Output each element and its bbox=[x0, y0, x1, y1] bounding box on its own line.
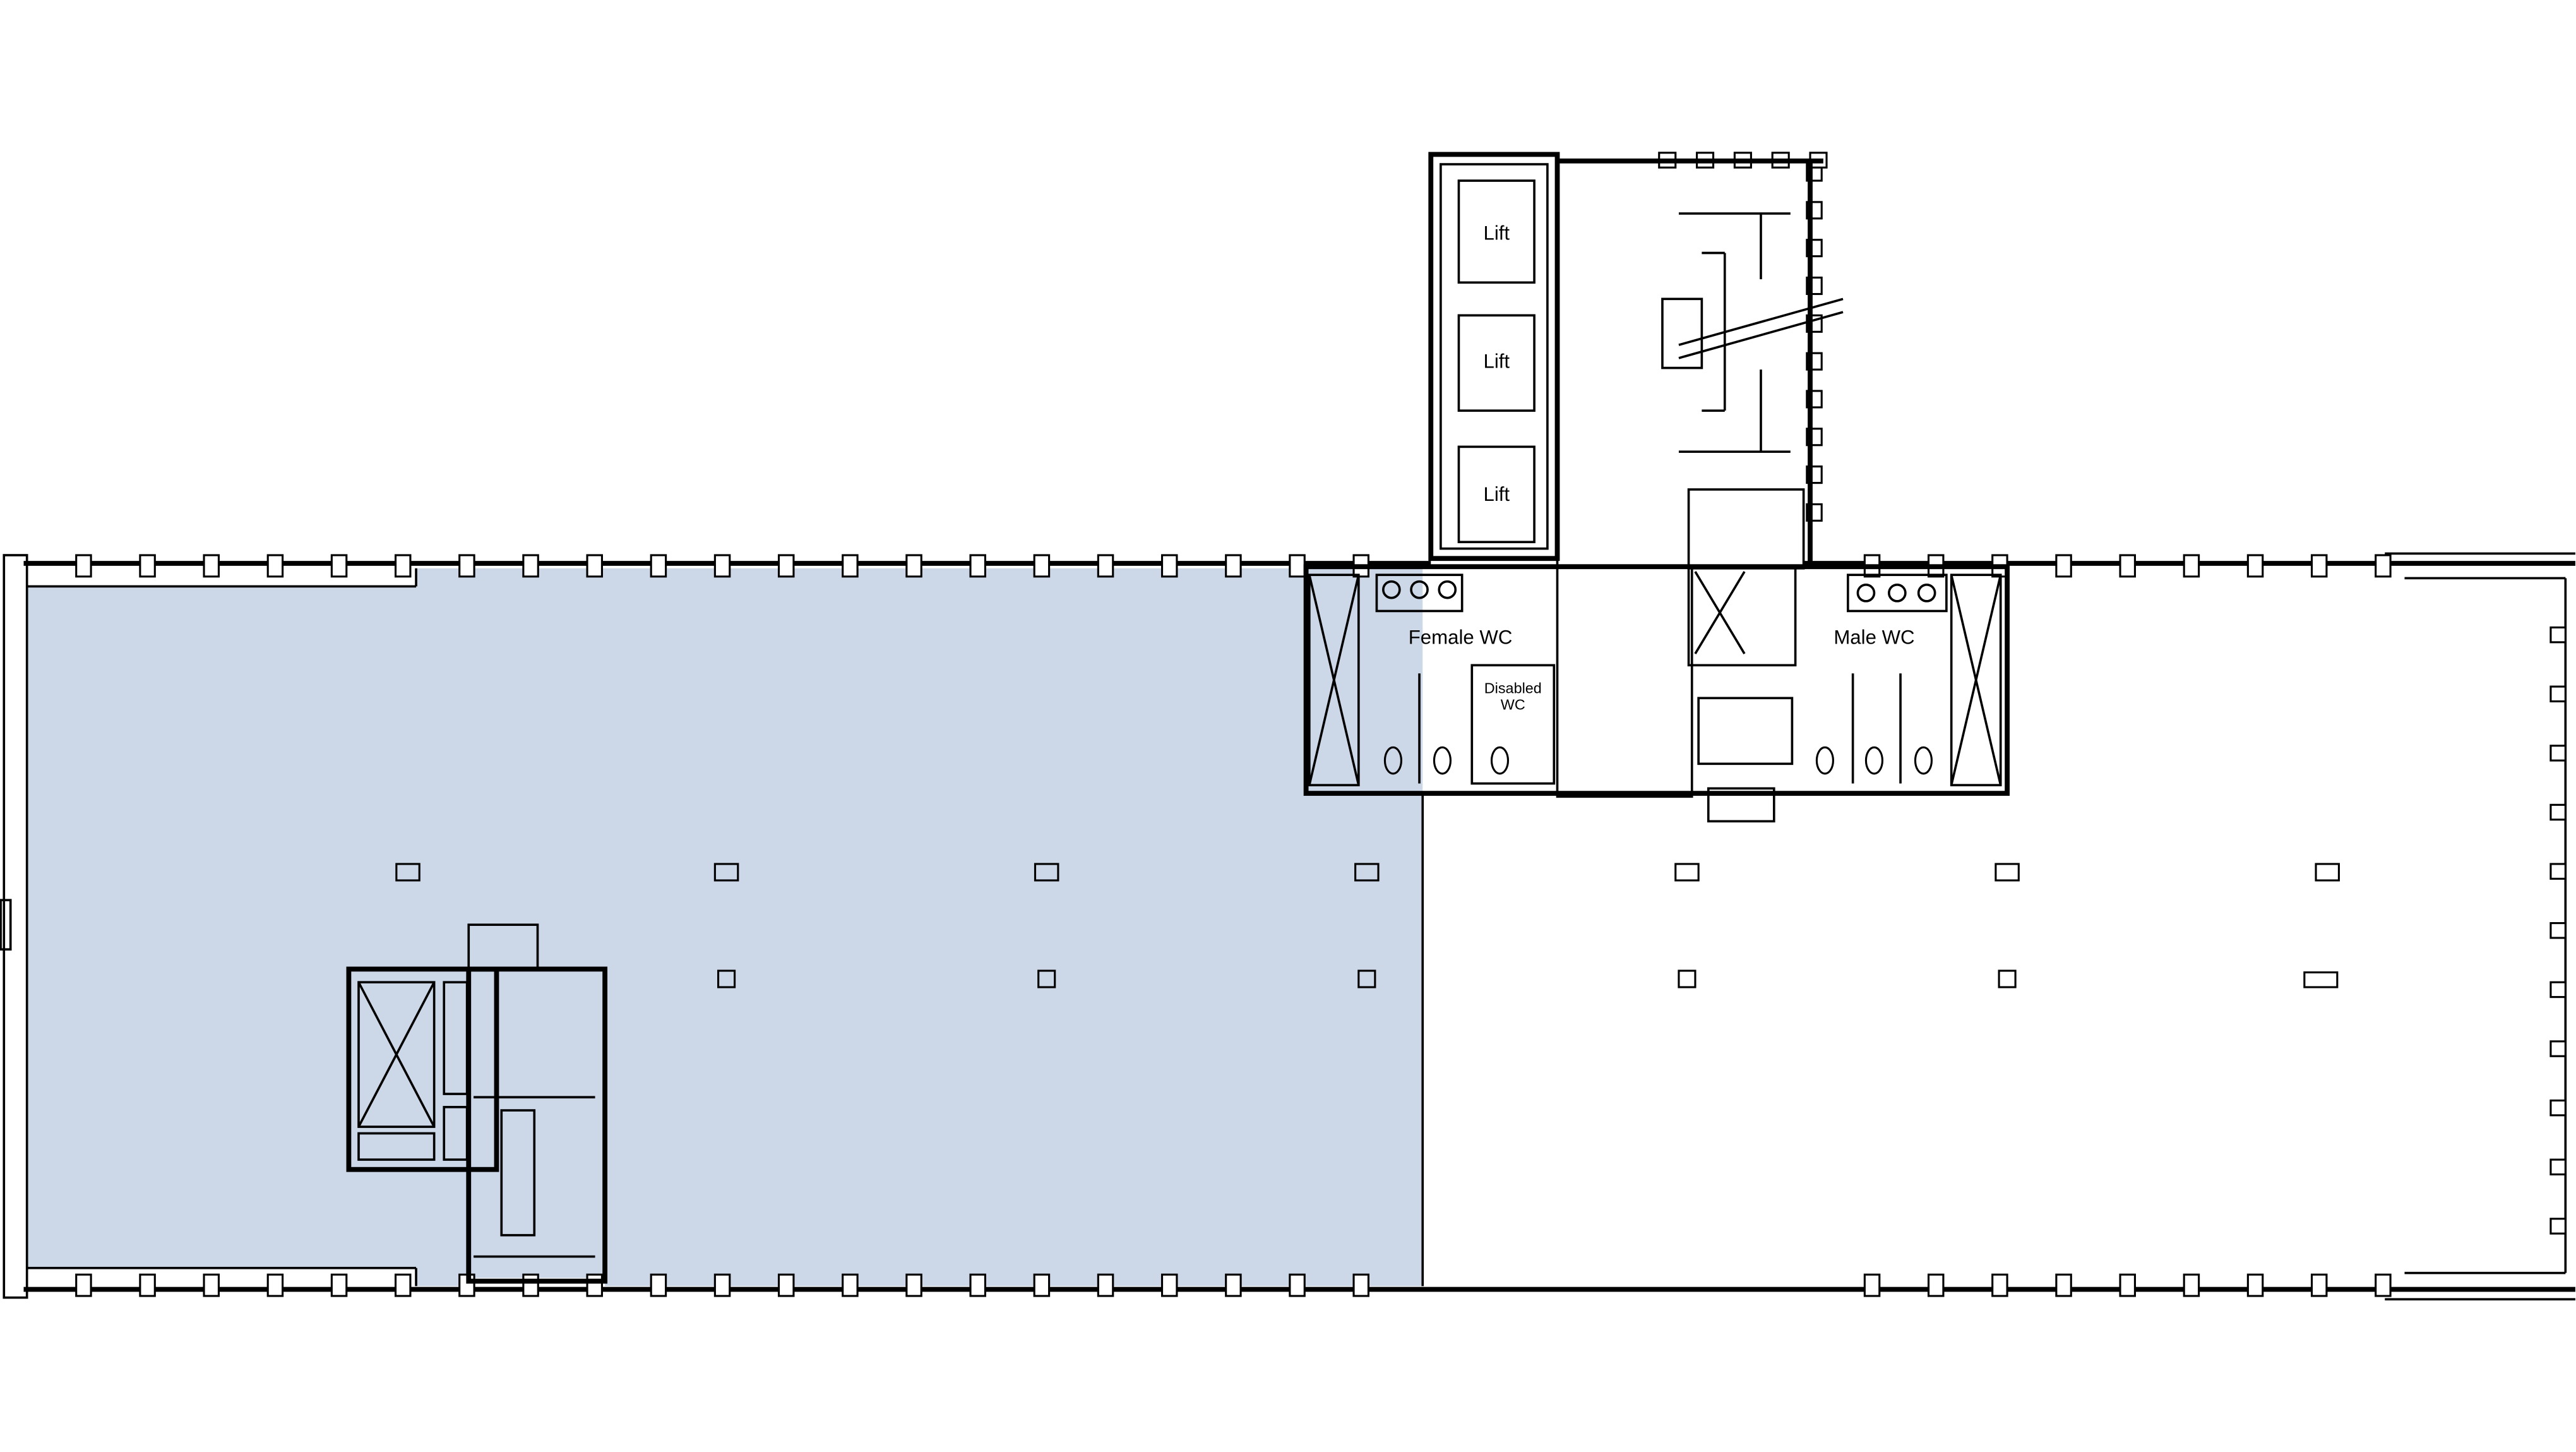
mullion bbox=[2055, 1273, 2072, 1297]
column bbox=[713, 863, 739, 882]
lift-3-label: Lift bbox=[1483, 483, 1510, 505]
mullion bbox=[2375, 554, 2392, 578]
column bbox=[1357, 969, 1376, 988]
toilet-icon bbox=[1864, 746, 1884, 775]
mullion bbox=[586, 554, 603, 578]
structural-columns bbox=[395, 863, 2340, 988]
mullion bbox=[905, 1273, 922, 1297]
mullion bbox=[203, 1273, 220, 1297]
mullion bbox=[2246, 1273, 2264, 1297]
mullion bbox=[1033, 1273, 1051, 1297]
mullion bbox=[1225, 1273, 1242, 1297]
mullion bbox=[1097, 1273, 1114, 1297]
lift-1-label: Lift bbox=[1483, 222, 1510, 244]
column bbox=[1034, 863, 1059, 882]
mullion bbox=[458, 554, 475, 578]
disabled-wc-label-line1: Disabled bbox=[1484, 680, 1542, 696]
male-wc-label: Male WC bbox=[1834, 626, 1914, 648]
mullion bbox=[2549, 1158, 2567, 1176]
mullion bbox=[905, 554, 922, 578]
mullion bbox=[1863, 1273, 1881, 1297]
column bbox=[2303, 971, 2339, 988]
mullion bbox=[1097, 554, 1114, 578]
mullion bbox=[842, 1273, 859, 1297]
mullion bbox=[2549, 981, 2567, 999]
mullion bbox=[1352, 1273, 1369, 1297]
mullion bbox=[2549, 1099, 2567, 1117]
mullion bbox=[969, 1273, 986, 1297]
column bbox=[717, 969, 736, 988]
mullion bbox=[394, 1273, 412, 1297]
mullion bbox=[1160, 554, 1178, 578]
column bbox=[1678, 969, 1696, 988]
mullion bbox=[2246, 554, 2264, 578]
mullion bbox=[650, 1273, 667, 1297]
lift-core: Lift Lift Lift bbox=[1428, 152, 1560, 561]
mullion bbox=[330, 554, 348, 578]
mullion bbox=[2549, 745, 2567, 762]
mullion bbox=[2549, 626, 2567, 644]
mullion bbox=[1289, 554, 1306, 578]
disabled-wc-label-line2: WC bbox=[1501, 696, 1525, 712]
mullion bbox=[586, 1273, 603, 1297]
mullion bbox=[777, 1273, 795, 1297]
mullion bbox=[842, 554, 859, 578]
female-wc-label: Female WC bbox=[1409, 626, 1513, 648]
mullion bbox=[2310, 1273, 2328, 1297]
toilet-icon bbox=[1383, 746, 1403, 775]
mullion bbox=[1225, 554, 1242, 578]
mullion bbox=[139, 1273, 156, 1297]
mullion bbox=[266, 1273, 284, 1297]
mullion bbox=[522, 1273, 539, 1297]
mullion bbox=[203, 554, 220, 578]
stair-core bbox=[1556, 158, 1844, 667]
mullion bbox=[1991, 1273, 2008, 1297]
mullion bbox=[1927, 1273, 1945, 1297]
mullion bbox=[1289, 1273, 1306, 1297]
mullion bbox=[2549, 1218, 2567, 1235]
lift-2-label: Lift bbox=[1483, 351, 1510, 373]
column bbox=[1998, 969, 2017, 988]
column bbox=[2315, 863, 2340, 882]
column bbox=[1037, 969, 1056, 988]
toilet-icon bbox=[1490, 746, 1510, 775]
mullion bbox=[2310, 554, 2328, 578]
column bbox=[1354, 863, 1380, 882]
mullion bbox=[330, 1273, 348, 1297]
wc-block: Female WC Male WC Disabled WC bbox=[1303, 564, 2010, 823]
mullion bbox=[777, 554, 795, 578]
mullion bbox=[139, 554, 156, 578]
mullion bbox=[2119, 554, 2136, 578]
column bbox=[395, 863, 420, 882]
mullion bbox=[2549, 863, 2567, 880]
mullion bbox=[2549, 803, 2567, 821]
mullion bbox=[266, 554, 284, 578]
column bbox=[1995, 863, 2020, 882]
highlighted-floor-area[interactable] bbox=[27, 568, 1423, 1287]
toilet-icon bbox=[1815, 746, 1834, 775]
toilet-icon bbox=[1914, 746, 1933, 775]
mullion bbox=[75, 1273, 92, 1297]
mullion bbox=[2183, 554, 2200, 578]
mullion bbox=[2375, 1273, 2392, 1297]
mullion bbox=[75, 554, 92, 578]
mullion bbox=[969, 554, 986, 578]
column bbox=[1674, 863, 1700, 882]
mullion bbox=[2183, 1273, 2200, 1297]
mullion bbox=[1033, 554, 1051, 578]
mullion bbox=[2549, 922, 2567, 939]
mullion bbox=[713, 1273, 731, 1297]
secondary-core bbox=[346, 923, 608, 1284]
mullion bbox=[522, 554, 539, 578]
mullion bbox=[394, 554, 412, 578]
mullion bbox=[2549, 685, 2567, 703]
toilet-icon bbox=[1433, 746, 1452, 775]
mullion bbox=[713, 554, 731, 578]
mullion bbox=[650, 554, 667, 578]
mullion bbox=[2119, 1273, 2136, 1297]
mullion bbox=[2549, 1040, 2567, 1057]
mullion bbox=[1160, 1273, 1178, 1297]
mullion bbox=[2055, 554, 2072, 578]
